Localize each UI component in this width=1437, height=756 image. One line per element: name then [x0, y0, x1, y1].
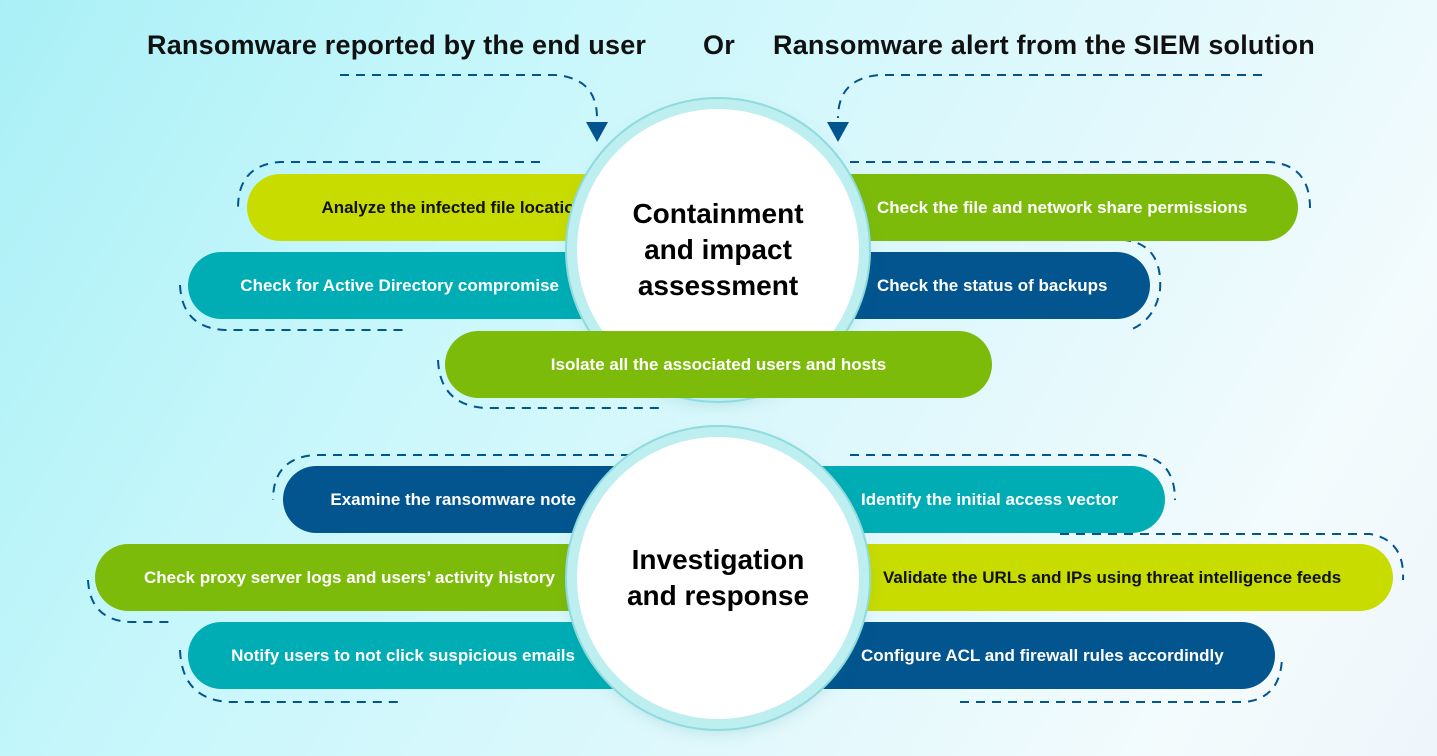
arrow-right-line	[837, 74, 1262, 119]
step-examine-note: Examine the ransomware note	[283, 466, 648, 533]
step-label: Check the file and network share permiss…	[877, 197, 1248, 217]
step-label: Check proxy server logs and users’ activ…	[143, 567, 555, 587]
source-end-user: Ransomware reported by the end user	[147, 30, 647, 60]
phase-title: Containment and impact assessment	[632, 198, 804, 301]
step-label: Examine the ransomware note	[330, 489, 576, 509]
step-isolate-users-hosts: Isolate all the associated users and hos…	[445, 331, 992, 398]
arrow-right-head	[827, 122, 849, 142]
step-label: Check the status of backups	[877, 275, 1108, 295]
source-siem: Ransomware alert from the SIEM solution	[773, 30, 1315, 60]
or-label: Or	[703, 30, 735, 60]
phase-title: Investigation and response	[626, 544, 810, 611]
step-check-proxy-logs: Check proxy server logs and users’ activ…	[95, 544, 648, 611]
step-label: Configure ACL and firewall rules accordi…	[861, 645, 1224, 665]
step-label: Identify the initial access vector	[861, 489, 1118, 509]
step-identify-access-vector: Identify the initial access vector	[790, 466, 1165, 533]
step-validate-urls-ips: Validate the URLs and IPs using threat i…	[790, 544, 1393, 611]
step-label: Notify users to not click suspicious ema…	[231, 645, 575, 665]
arrow-left-line	[340, 74, 598, 119]
step-label: Check for Active Directory compromise	[240, 275, 559, 295]
step-notify-users: Notify users to not click suspicious ema…	[188, 622, 648, 689]
step-label: Isolate all the associated users and hos…	[550, 354, 887, 374]
phase-investigation: Investigation and response	[577, 437, 859, 719]
step-configure-acl-firewall: Configure ACL and firewall rules accordi…	[790, 622, 1275, 689]
step-check-ad-compromise: Check for Active Directory compromise	[188, 252, 648, 319]
step-label: Validate the URLs and IPs using threat i…	[883, 567, 1342, 587]
step-label: Analyze the infected file location	[321, 197, 585, 217]
arrow-left-head	[586, 122, 608, 142]
step-check-share-permissions: Check the file and network share permiss…	[790, 174, 1298, 241]
